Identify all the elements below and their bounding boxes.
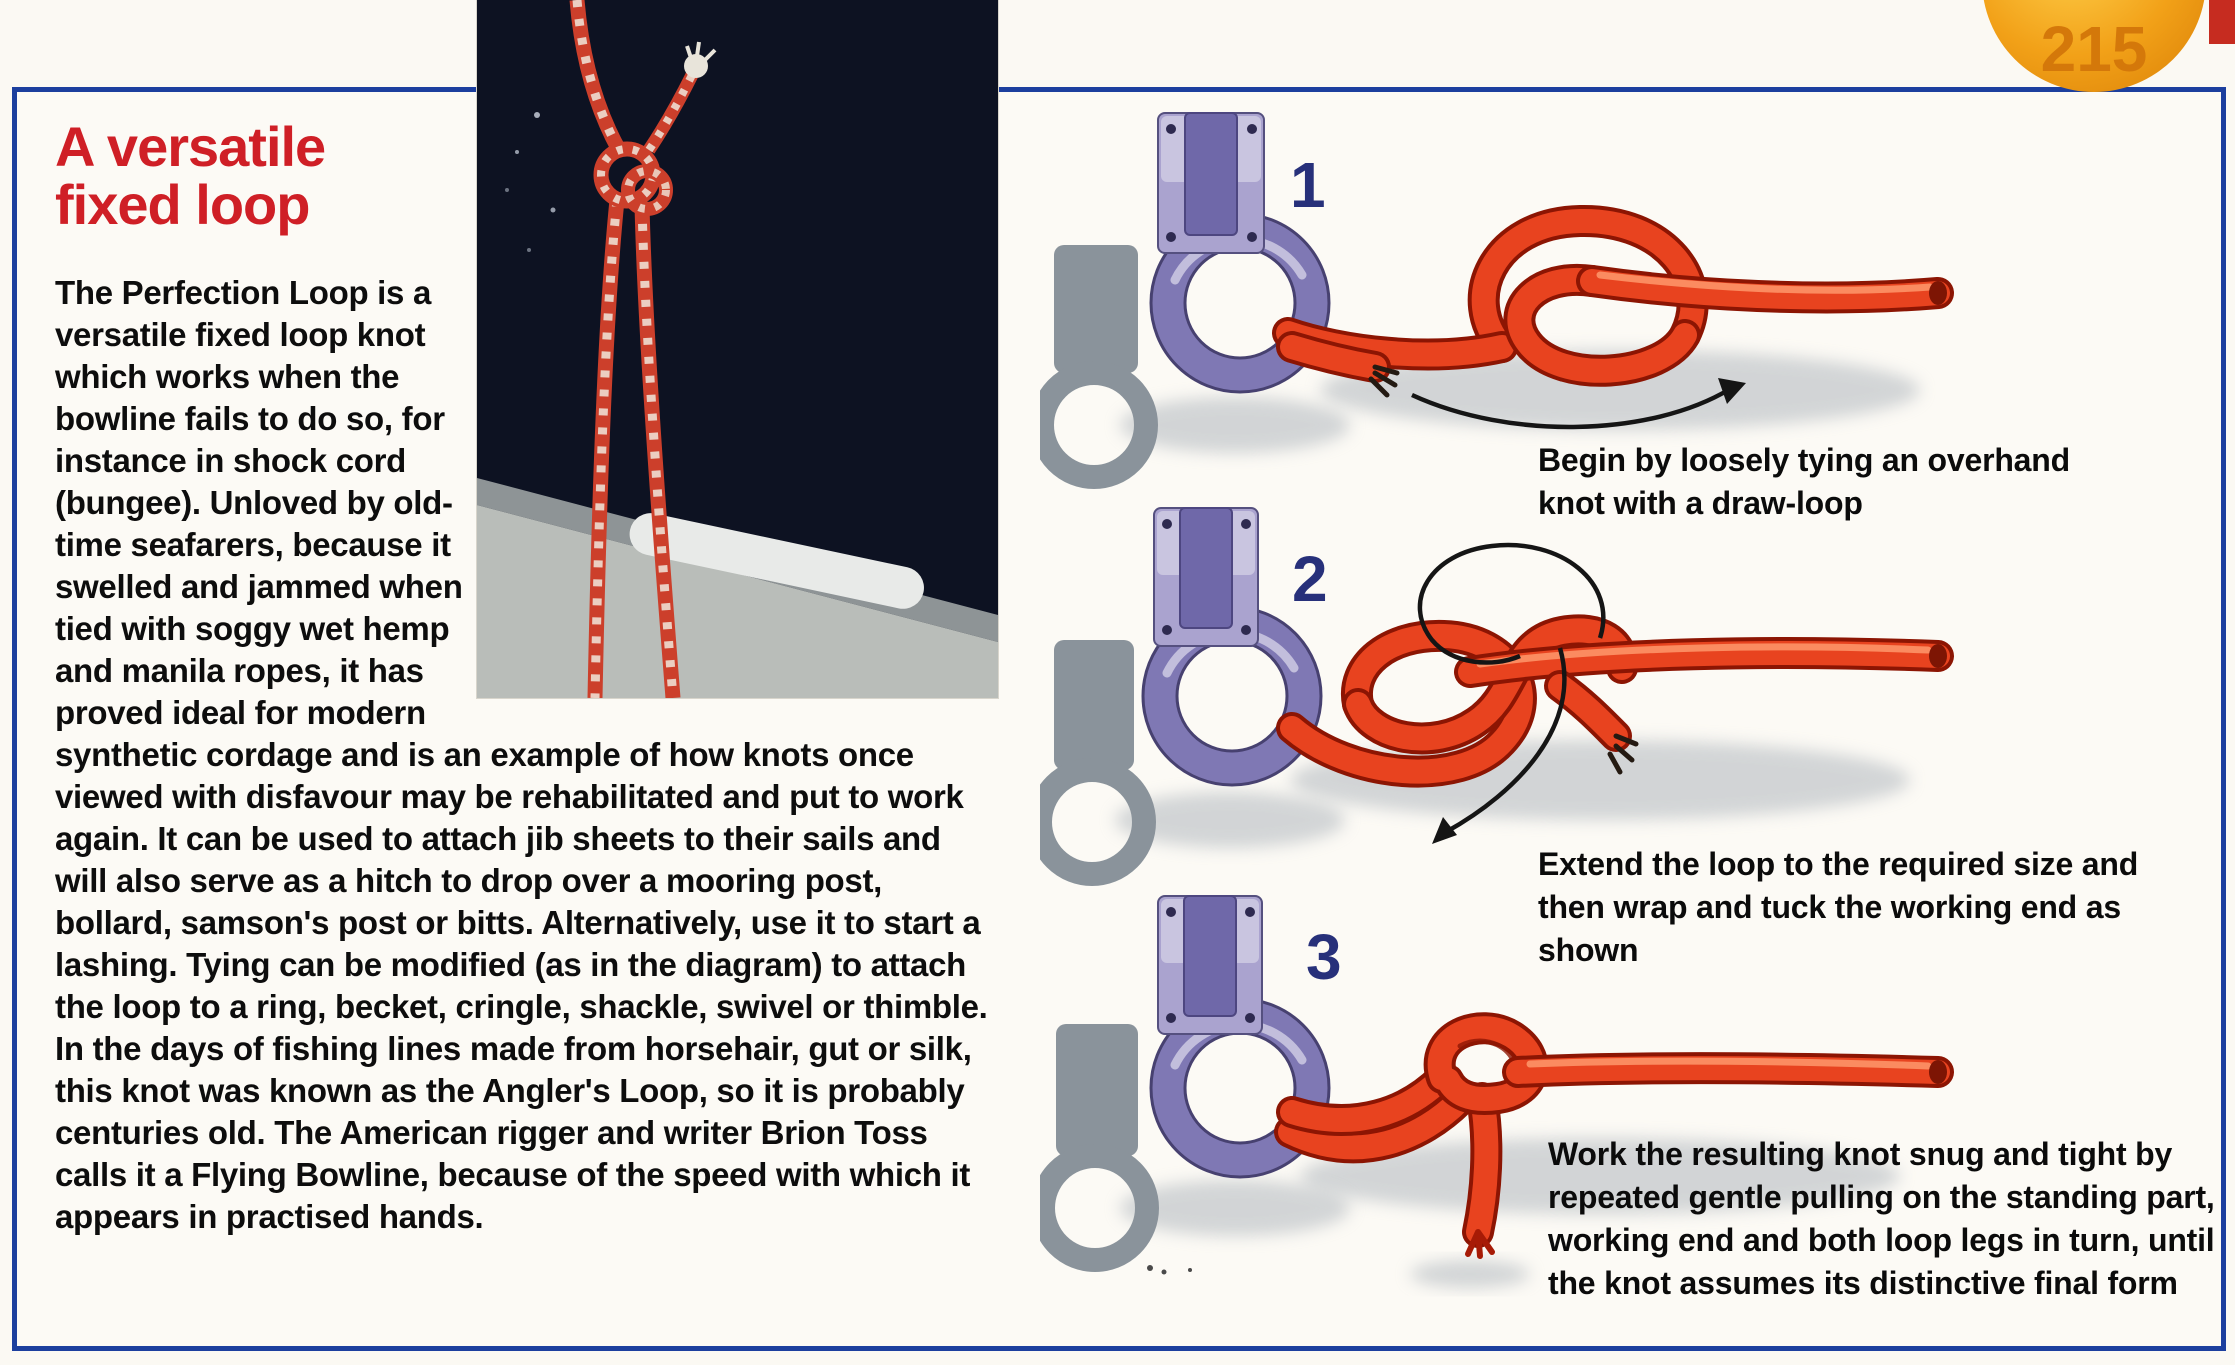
step-1-number: 1 <box>1290 149 1326 221</box>
step-2-caption: Extend the loop to the required size and… <box>1538 846 2139 968</box>
step-2-number: 2 <box>1292 543 1328 615</box>
step-1-caption: Begin by loosely tying an overhand knot … <box>1538 442 2070 521</box>
page-title-line2: fixed loop <box>55 173 310 236</box>
page-title: A versatile fixed loop <box>55 115 326 236</box>
ghost-fitting-icon <box>1040 640 1156 886</box>
photo-rope <box>569 0 717 699</box>
step-3-diagram <box>1040 895 1954 1288</box>
ghost-fitting-icon <box>1040 1024 1192 1275</box>
rope-step-3 <box>1274 1012 1954 1259</box>
body-text: The Perfection Loop is a versatile fixed… <box>55 274 988 1235</box>
page-number: 215 <box>2040 13 2148 85</box>
page-title-line1: A versatile <box>55 115 326 178</box>
corner-accent <box>2209 0 2235 44</box>
step-2-diagram <box>1040 507 1954 886</box>
plank-face <box>477 505 998 698</box>
ring-bolt <box>1141 507 1323 787</box>
body-paragraph: The Perfection Loop is a versatile fixed… <box>55 272 1000 1238</box>
ring-bolt <box>1149 895 1331 1179</box>
rope-step-1 <box>1272 204 1954 398</box>
frayed-tip <box>684 54 708 78</box>
step-3-caption: Work the resulting knot snug and tight b… <box>1548 1136 2215 1301</box>
step-1-diagram <box>1040 112 1954 489</box>
knot-photo <box>477 0 998 699</box>
knot-photo-art <box>477 0 998 699</box>
motion-arrow-icon <box>1417 542 1606 844</box>
step-3-number: 3 <box>1306 921 1342 993</box>
motion-arrow-icon <box>1411 378 1746 430</box>
ghost-fitting-icon <box>1040 245 1158 489</box>
pipe-fitting <box>629 513 924 609</box>
ring-bolt <box>1149 112 1331 394</box>
